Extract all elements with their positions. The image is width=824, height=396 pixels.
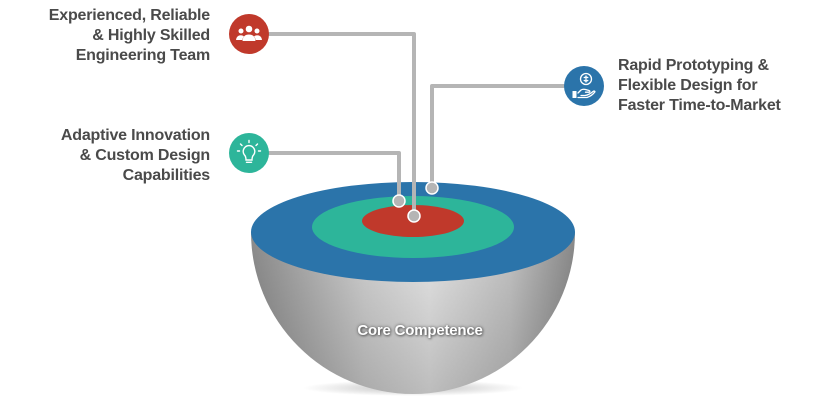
people-group-icon: [229, 14, 269, 54]
connector-dot-prototyping: [425, 181, 439, 195]
connector-team: [258, 32, 416, 214]
hand-coin-icon: [564, 66, 604, 106]
team-label: Experienced, Reliable & Highly Skilled E…: [48, 7, 210, 64]
connector-dot-innovation: [392, 194, 406, 208]
connector-prototyping: [430, 84, 575, 187]
lightbulb-icon: [229, 133, 269, 173]
connector-innovation: [258, 151, 401, 200]
innovation-label: Adaptive Innovation & Custom Design Capa…: [60, 127, 210, 184]
prototyping-label: Rapid Prototyping & Flexible Design for …: [618, 57, 781, 114]
connector-dot-team: [407, 209, 421, 223]
core-competence-label: Core Competence: [357, 322, 483, 339]
